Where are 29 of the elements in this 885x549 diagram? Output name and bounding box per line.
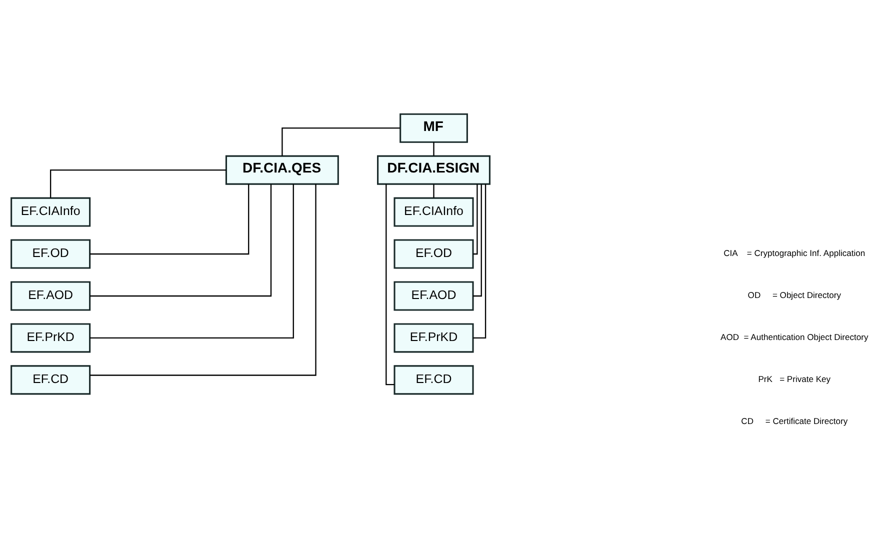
label: OD = Object Directory (748, 290, 841, 300)
connector (90, 184, 316, 376)
label: AOD = Authentication Object Directory (720, 332, 868, 342)
connector (282, 127, 400, 156)
node-box: EF.AOD (10, 280, 91, 310)
node-box: EF.OD (10, 238, 91, 268)
node-box: MF (400, 112, 468, 142)
label: CIA = Cryptographic Inf. Application (724, 248, 866, 258)
node-box: EF.PrKD (10, 322, 91, 352)
node-box: EF.OD (394, 238, 474, 268)
node-box: DF.CIA.ESIGN (377, 154, 490, 184)
node-box: EF.CD (394, 364, 474, 394)
connector (473, 184, 482, 296)
node-box: DF.CIA.QES (225, 154, 339, 184)
connector (90, 184, 250, 254)
label: CD = Certificate Directory (741, 416, 848, 426)
node-box: EF.PrKD (394, 322, 474, 352)
node-box: EF.CD (10, 364, 91, 394)
node-box: EF.AOD (394, 280, 474, 310)
connector (433, 184, 434, 198)
connector (386, 184, 394, 385)
node-box: EF.CIAInfo (10, 196, 91, 226)
connector (50, 168, 226, 198)
connector (433, 142, 434, 156)
connector (90, 184, 294, 338)
node-box: EF.CIAInfo (394, 196, 474, 226)
connector (473, 184, 478, 254)
label: PrK = Private Key (758, 374, 831, 384)
connector (90, 184, 272, 296)
